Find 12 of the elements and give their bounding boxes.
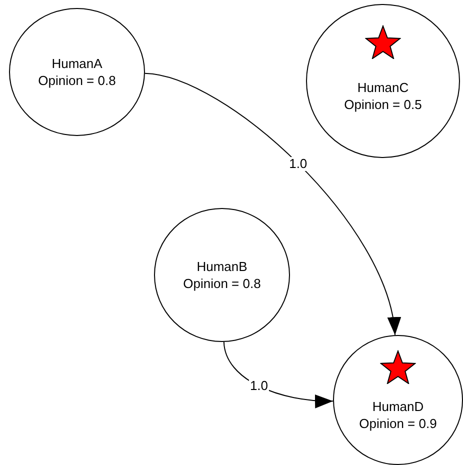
node-name: HumanC bbox=[357, 79, 409, 96]
node-value: Opinion = 0.8 bbox=[38, 72, 116, 89]
node-name: HumanD bbox=[372, 398, 424, 415]
node-value: Opinion = 0.5 bbox=[344, 96, 422, 113]
arrow bbox=[223, 341, 334, 408]
node-name: HumanB bbox=[196, 258, 248, 275]
node-value: Opinion = 0.8 bbox=[183, 275, 261, 292]
edge-label: 1.0 bbox=[248, 379, 270, 394]
arrow bbox=[144, 72, 400, 336]
node-name: HumanA bbox=[52, 55, 102, 72]
edge-label: 1.0 bbox=[288, 156, 308, 171]
node-value: Opinion = 0.9 bbox=[359, 415, 437, 432]
